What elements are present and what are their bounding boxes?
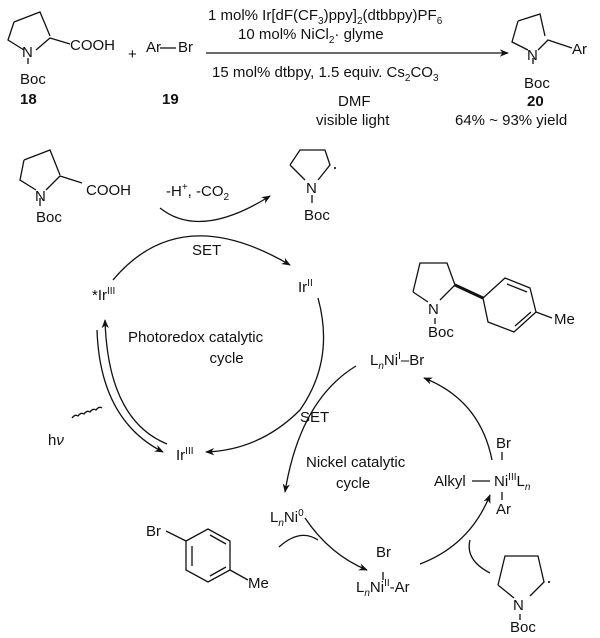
nickel-arc-set	[282, 365, 357, 493]
decarboxylation-arrow	[159, 195, 271, 223]
light-wave	[71, 406, 103, 419]
compound-number-20: 20	[527, 93, 544, 110]
condition-ligand-base: 15 mol% dtbpy, 1.5 equiv. Cs2CO3	[212, 64, 439, 84]
plus-sign: +	[128, 46, 137, 63]
ir-iii-ground: IrIII	[176, 446, 194, 464]
reactant-18-ring	[7, 11, 71, 64]
reactant-18-boc: Boc	[20, 71, 46, 88]
mechanism-product-structure	[412, 262, 553, 333]
photoredox-arc-left-down	[96, 329, 164, 453]
radical-ring-top	[289, 149, 331, 203]
ir-ii: IrII	[298, 278, 313, 296]
photoredox-arc-right	[205, 297, 325, 456]
nickel-arc-oxidative-addition	[304, 517, 368, 571]
ni-i-bromide: LnNiI–Br	[370, 351, 425, 372]
aryl-bromide-me: Me	[248, 575, 269, 592]
product-20-boc: Boc	[524, 75, 550, 92]
set-label-top: SET	[192, 242, 222, 259]
radical-bottom-n: N	[513, 597, 524, 614]
aryl-bromide-structure	[165, 528, 249, 583]
reactant-18-n: N	[22, 44, 33, 61]
ni-iii-ar: Ar	[496, 501, 511, 518]
ir-iii-excited: *IrIII	[92, 286, 116, 304]
condition-solvent: DMF	[338, 93, 371, 110]
product-20-ar: Ar	[572, 41, 587, 58]
product-20-n: N	[527, 47, 538, 64]
substrate-cooh: COOH	[86, 182, 131, 199]
radical-top-boc: Boc	[304, 207, 330, 224]
product-boc: Boc	[428, 324, 454, 341]
substrate-n: N	[35, 188, 46, 205]
radical-top-dot: ·	[332, 157, 338, 177]
aryl-bromide-entry-arc	[278, 534, 319, 548]
product-n: N	[428, 301, 439, 318]
yield-range: 64% ~ 93% yield	[455, 112, 568, 129]
ni-iii-alkyl: Alkyl	[434, 473, 466, 490]
ni-iii-br: Br	[496, 435, 511, 452]
product-me: Me	[554, 311, 575, 328]
radical-top-n: N	[306, 180, 317, 197]
mechanism-substrate-ring	[19, 149, 83, 206]
set-label-middle: SET	[300, 409, 330, 426]
condition-light: visible light	[316, 112, 390, 129]
reactant-19-br: Br	[178, 39, 193, 56]
reactant-19-ar: Ar	[146, 39, 161, 56]
substrate-boc: Boc	[36, 209, 62, 226]
radical-ring-bottom	[497, 555, 545, 620]
radical-bottom-boc: Boc	[510, 619, 536, 636]
radical-entry-arc	[468, 539, 491, 574]
radical-bottom-dot: ·	[546, 571, 552, 591]
nickel-arc-radical-capture	[419, 494, 491, 565]
photoredox-arc-left-up	[101, 319, 168, 445]
ni-0: LnNi0	[270, 508, 304, 529]
ni-ii-br: Br	[376, 544, 391, 561]
ni-ii-aryl: LnNiII-Ar	[356, 578, 410, 599]
nickel-arc-reductive-elimination	[423, 377, 493, 461]
ni-iii-center: NiIIILn	[494, 472, 531, 493]
reactant-18-cooh: COOH	[70, 37, 115, 54]
compound-number-18: 18	[20, 91, 37, 108]
aryl-bromide-br: Br	[146, 523, 161, 540]
compound-number-19: 19	[162, 91, 179, 108]
hv-label: hν	[48, 432, 64, 449]
condition-ni-catalyst: 10 mol% NiCl2· glyme	[238, 26, 384, 46]
product-20-ring	[511, 13, 573, 64]
condition-ir-catalyst: 1 mol% Ir[dF(CF3)ppy]2(dtbbpy)PF6	[208, 7, 443, 27]
set-arrow-top	[112, 235, 291, 281]
decarboxylation-label: -H+, -CO2	[166, 182, 230, 203]
